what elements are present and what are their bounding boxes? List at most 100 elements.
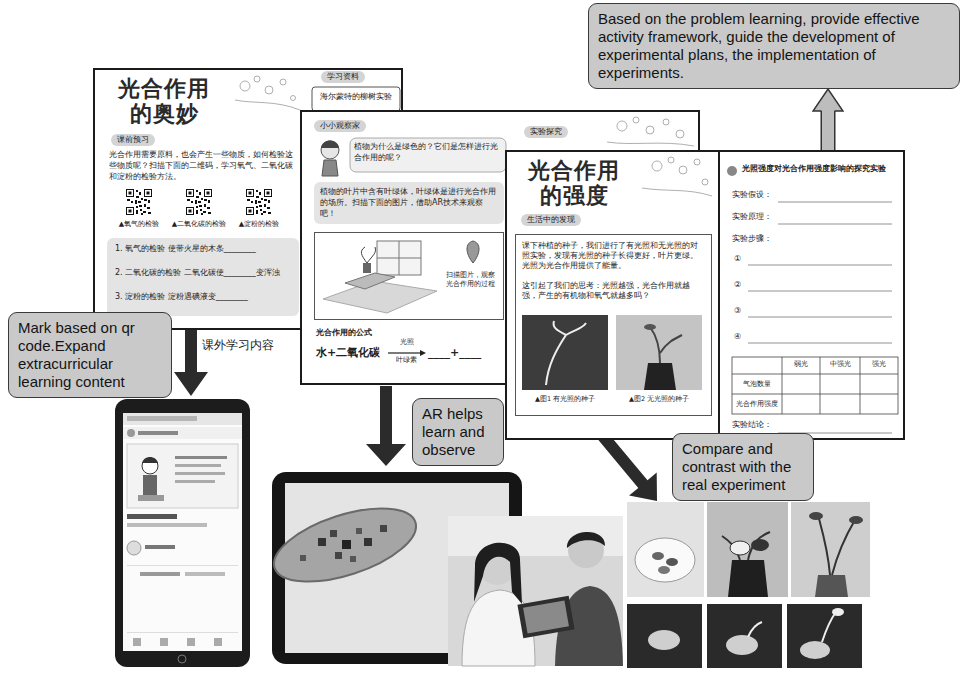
tablet-app-picture [160,638,168,646]
worksheet-panel: 光照强度对光合作用强度影响的探究实验实验假设：实验原理：实验步骤：①②③④弱光中… [718,150,905,440]
plant-photos [849,516,863,524]
record-table [732,357,898,414]
callout-box: AR helps learn and observe [412,398,504,466]
ar-scene-picture [323,281,437,313]
body-text: 这引起了我们的思考：光照越强，光合作用就越强，产生的有机物和氧气就越多吗？ [522,281,705,301]
flower-decor [676,130,684,138]
heading-text: 光照强度对光合作用强度影响的探究实验 [742,164,898,174]
record-table [820,357,821,414]
tablet-app-picture [185,572,225,576]
ar-scene-picture [361,247,375,263]
students-photo [448,516,623,666]
speech-bubble [350,138,506,172]
tablet-app-picture [142,458,158,474]
section-label: 课外学习内容 [202,338,274,354]
qr-code [125,188,153,216]
plant-photos [722,532,770,560]
body-text: 植物的叶片中含有叶绿体，叶绿体是进行光合作用的场所。扫描下面的图片，借助AR技术… [320,187,496,219]
map-pin [467,241,479,263]
tablet-app-picture [115,399,250,667]
callout-text: Compare and contrast with the real exper… [682,440,804,494]
record-table [732,374,898,375]
leaf-bullet [727,166,737,176]
heading-text: 光合作用的公式 [316,328,372,338]
students-photo [474,543,522,604]
reaction-arrow [420,350,426,356]
flower-decor [668,157,674,163]
tablet-app-picture [127,565,238,566]
tablet-app-picture [115,399,250,667]
field-label: ② [734,280,741,290]
tablet-app-picture [187,638,195,646]
answer-lines [778,202,892,203]
framed-box: 课下种植的种子，我们进行了有光照和无光照的对照实验，发现有光照的种子长得更好，叶… [515,234,712,416]
caption-text: 气泡数量 [734,380,780,389]
flower-decor [617,121,627,131]
worksheet-title: 光合作用 的强度 [519,158,629,209]
field-label: 实验步骤： [732,234,772,244]
tablet-app-picture [175,472,225,475]
caption-text: ▲图2 无光照的种子 [614,395,704,403]
caption-text: 扫描图片，观察光合作用的过程 [443,271,497,289]
tablet-app-picture [133,638,141,646]
ar-tablet-picture [356,528,362,534]
seed-photos [616,315,702,390]
plant-photos [627,502,870,668]
tablet-app-picture [127,523,207,527]
caption-text: 弱光 [782,360,820,369]
record-table [732,394,898,395]
flower-decor [291,96,296,101]
ar-tablet-picture [335,552,342,559]
reaction-arrow [388,352,420,353]
caption-text: ▲氧气的检验 [110,220,168,229]
seed-photos [522,315,608,390]
ar-tablet-picture [380,525,387,532]
plant-photos [800,641,830,659]
plant-photos [791,502,870,597]
ar-tablet-picture [318,538,326,546]
caption-text: 中强光 [820,360,860,369]
ar-tablet-picture [350,556,356,562]
answer-lines [778,224,892,225]
flower-decor [280,79,286,85]
body-text: 光合作用需要原料，也会产生一些物质，如何检验这些物质呢？扫描下面的二维码，学习氧… [109,150,297,182]
ar-scene-picture [363,263,371,273]
flower-decor [646,126,654,134]
flower-decor [702,179,708,185]
tablet-app-picture [127,514,177,519]
ar-tablet-picture [364,538,372,546]
flower-decor [679,166,687,174]
tablet-app-picture [214,638,222,646]
plant-photos [707,502,788,597]
answer-lines [748,343,892,344]
plant-photos [751,539,769,551]
flower-decor [265,86,273,94]
body-text: 2. 二氧化碳的检验 二氧化碳使________变浑浊 [115,268,291,279]
seed-photos [644,324,656,330]
field-label: ① [734,254,741,264]
body-text: 课下种植的种子，我们进行了有光照和无光照的对照实验，发现有光照的种子长得更好，叶… [522,241,705,271]
flower-decor [607,142,694,146]
field-label: 实验假设： [732,190,772,200]
callout-box: Mark based on qr code.Expand extracurric… [8,312,172,398]
plant-photos [707,604,782,668]
record-table [732,357,898,414]
body-text: 1. 氧气的检验 使带火星的木条________ [115,244,291,255]
plant-photos [818,515,855,575]
section-tag: 课前预习 [111,134,155,146]
flower-decor [642,157,712,196]
caption-text: 叶绿素 [386,356,426,365]
block-arrow [822,111,834,150]
body-text: 3. 淀粉的检验 淀粉遇碘液变________ [115,292,291,303]
reaction-arrow [388,350,426,356]
pointer-arrows [366,386,406,466]
ar-scene-picture [377,241,421,275]
ar-tablet-picture [342,540,351,549]
heading-text: ____+____ [428,346,481,360]
qr-code [125,188,273,216]
tablet-app-picture [175,480,215,483]
tablet-app-picture [127,444,238,508]
pointer-arrows [598,432,657,501]
framed-box: 扫描图片，观察光合作用的过程 [314,232,504,320]
